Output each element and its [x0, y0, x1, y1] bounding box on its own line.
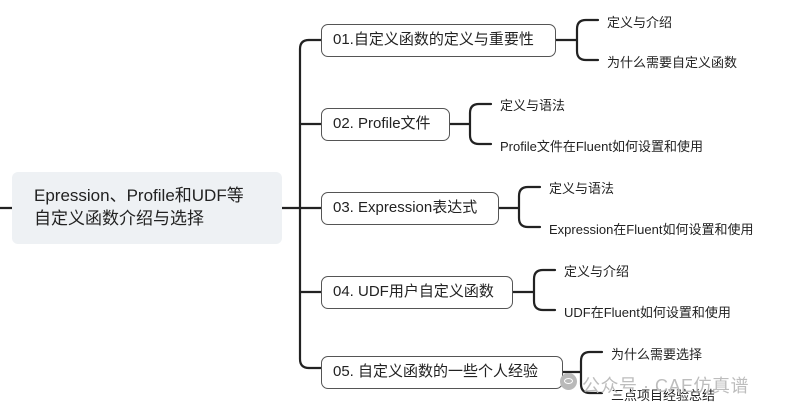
watermark-text: 公众号 · CAE仿真谱	[582, 376, 750, 396]
root-title-line-1: Epression、Profile和UDF等	[34, 186, 244, 205]
branch-1-children-connector	[554, 18, 600, 62]
wechat-icon	[560, 373, 577, 390]
leaf-5-2[interactable]: 三点项目经验总结	[611, 388, 716, 403]
leaf-3-1[interactable]: 定义与语法	[549, 181, 615, 196]
leaf-4-1[interactable]: 定义与介绍	[564, 264, 630, 279]
branch-3-children-connector	[497, 185, 542, 229]
branch-node-2[interactable]: 02. Profile文件	[321, 108, 450, 141]
branch-label: 03. Expression表达式	[333, 199, 478, 216]
branch-node-3[interactable]: 03. Expression表达式	[321, 192, 499, 225]
branch-node-1[interactable]: 01.自定义函数的定义与重要性	[321, 24, 556, 57]
leaf-4-2[interactable]: UDF在Fluent如何设置和使用	[564, 305, 731, 320]
main-trunk	[298, 38, 311, 370]
branch-node-4[interactable]: 04. UDF用户自定义函数	[321, 276, 513, 309]
leaf-3-2[interactable]: Expression在Fluent如何设置和使用	[549, 222, 754, 237]
leaf-2-2[interactable]: Profile文件在Fluent如何设置和使用	[500, 139, 703, 154]
leaf-5-1[interactable]: 为什么需要选择	[611, 347, 703, 362]
branch-node-5[interactable]: 05. 自定义函数的一些个人经验	[321, 356, 563, 389]
root-title-line-2: 自定义函数介绍与选择	[34, 209, 204, 228]
leaf-1-2[interactable]: 为什么需要自定义函数	[607, 55, 738, 70]
leaf-2-1[interactable]: 定义与语法	[500, 98, 566, 113]
leaf-1-1[interactable]: 定义与介绍	[607, 15, 673, 30]
branch-2-children-connector	[448, 102, 493, 146]
root-node[interactable]: Epression、Profile和UDF等 自定义函数介绍与选择	[12, 172, 282, 244]
branch-5-children-connector	[561, 350, 604, 395]
branch-label: 04. UDF用户自定义函数	[333, 283, 494, 300]
branch-label: 05. 自定义函数的一些个人经验	[333, 363, 539, 380]
branch-label: 01.自定义函数的定义与重要性	[333, 31, 534, 48]
branch-label: 02. Profile文件	[333, 115, 431, 132]
branch-4-children-connector	[511, 268, 557, 312]
